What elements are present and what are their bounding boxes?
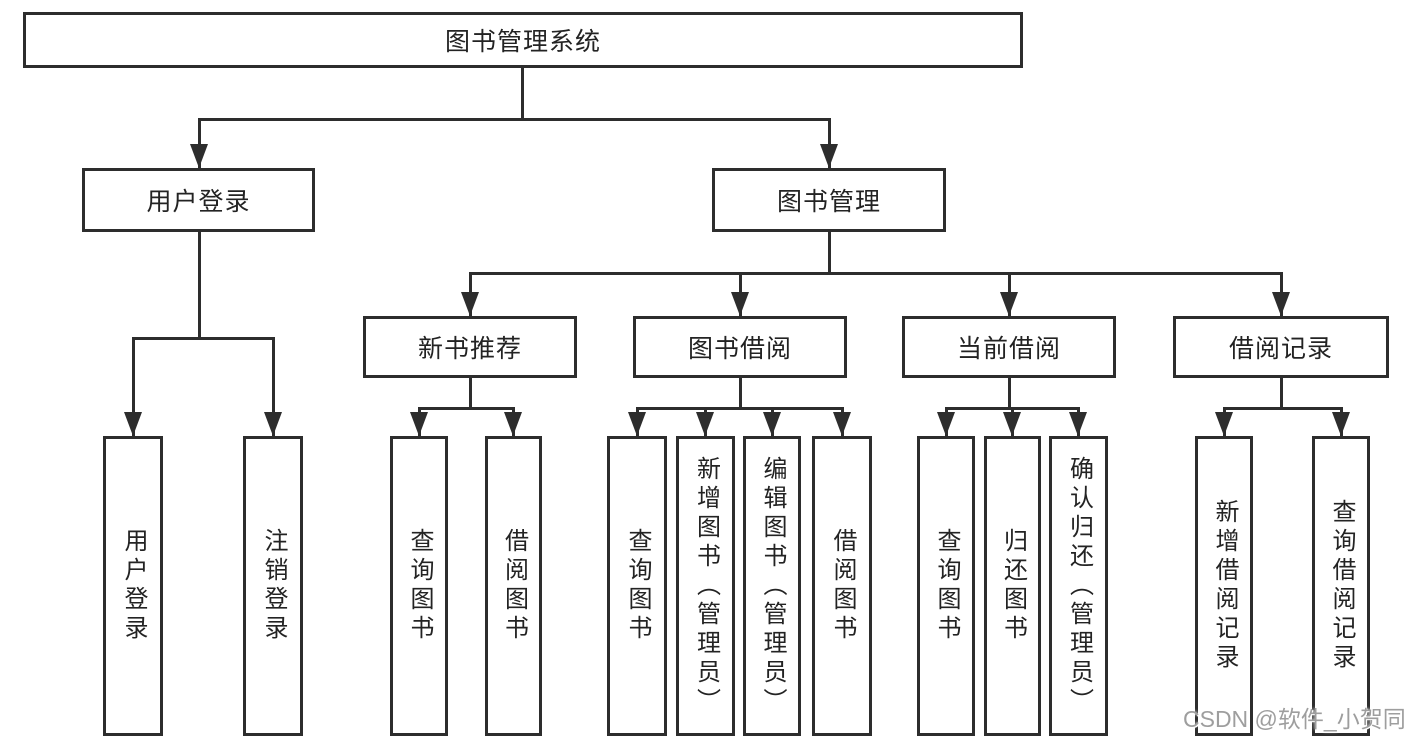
leaf-query-book-current-label: 查询图书 [933,528,960,644]
leaf-user-login: 用户登录 [103,436,163,736]
connector-current-borrow-stub [1008,378,1011,407]
csdn-watermark: CSDN @软件_小贺同学 [1183,706,1405,732]
node-user-login-label: 用户登录 [146,188,251,216]
arrow-down-icon [1215,412,1233,436]
connector-book-borrow-stub [739,378,742,407]
arrow-down-icon [628,412,646,436]
node-current-borrow-label: 当前借阅 [956,335,1061,363]
arrow-down-icon [461,292,479,316]
node-borrow-record-label: 借阅记录 [1228,335,1333,363]
arrow-down-icon [1003,412,1021,436]
arrow-down-icon [763,412,781,436]
node-library-system: 图书管理系统 [23,12,1023,68]
node-book-borrow-label: 图书借阅 [687,335,792,363]
connector-drop-leaf-logout [272,337,275,436]
connector-book-borrow-hline [636,407,844,410]
arrow-down-icon [504,412,522,436]
leaf-query-borrow-record-label: 查询借阅记录 [1328,499,1355,673]
arrow-down-icon [124,412,142,436]
leaf-query-book-borrow: 查询图书 [607,436,667,736]
leaf-logout: 注销登录 [243,436,303,736]
leaf-borrow-book-rec: 借阅图书 [485,436,542,736]
leaf-confirm-return-admin: 确认归还（管理员） [1049,436,1108,736]
connector-level3-hline [469,272,1282,275]
connector-new-book-stub [469,378,472,407]
leaf-return-book: 归还图书 [984,436,1041,736]
connector-root-stub [521,68,524,118]
connector-user-login-hline [132,337,275,340]
arrow-down-icon [410,412,428,436]
node-library-system-label: 图书管理系统 [444,28,601,56]
connector-drop-user-login [198,118,201,168]
node-book-mgmt-label: 图书管理 [776,188,881,216]
leaf-query-book-rec-label: 查询图书 [406,528,433,644]
leaf-borrow-book-label: 借阅图书 [829,528,856,644]
node-new-book-rec: 新书推荐 [363,316,577,378]
leaf-return-book-label: 归还图书 [999,528,1027,644]
leaf-query-book-borrow-label: 查询图书 [624,528,651,644]
leaf-add-book-admin: 新增图书（管理员） [676,436,735,736]
leaf-query-book-current: 查询图书 [917,436,975,736]
node-book-borrow: 图书借阅 [633,316,847,378]
leaf-confirm-return-admin-label: 确认归还（管理员） [1065,455,1093,717]
node-borrow-record: 借阅记录 [1173,316,1389,378]
arrow-down-icon [731,292,749,316]
arrow-down-icon [1272,292,1290,316]
leaf-query-book-rec: 查询图书 [390,436,448,736]
leaf-borrow-book-rec-label: 借阅图书 [500,528,528,644]
connector-level2-hline [198,118,830,121]
leaf-query-borrow-record: 查询借阅记录 [1312,436,1370,736]
leaf-edit-book-admin: 编辑图书（管理员） [743,436,801,736]
node-new-book-rec-label: 新书推荐 [417,335,522,363]
leaf-add-borrow-record-label: 新增借阅记录 [1211,499,1238,673]
connector-new-book-hline [418,407,515,410]
leaf-add-book-admin-label: 新增图书（管理员） [692,455,720,717]
node-current-borrow: 当前借阅 [902,316,1116,378]
leaf-borrow-book: 借阅图书 [812,436,872,736]
leaf-edit-book-admin-label: 编辑图书（管理员） [759,455,786,717]
arrow-down-icon [820,144,838,168]
node-user-login: 用户登录 [82,168,315,232]
connector-drop-leaf-login [132,337,135,436]
connector-drop-book-mgmt [828,118,831,168]
connector-book-mgmt-stub [828,232,831,272]
arrow-down-icon [696,412,714,436]
arrow-down-icon [833,412,851,436]
connector-borrow-record-hline [1223,407,1342,410]
arrow-down-icon [1332,412,1350,436]
connector-user-login-stub [198,232,201,337]
leaf-logout-label: 注销登录 [260,528,287,644]
arrow-down-icon [937,412,955,436]
node-book-mgmt: 图书管理 [712,168,946,232]
arrow-down-icon [1069,412,1087,436]
leaf-user-login-label: 用户登录 [120,528,147,644]
leaf-add-borrow-record: 新增借阅记录 [1195,436,1253,736]
connector-borrow-record-stub [1280,378,1283,407]
arrow-down-icon [190,144,208,168]
arrow-down-icon [1000,292,1018,316]
arrow-down-icon [264,412,282,436]
